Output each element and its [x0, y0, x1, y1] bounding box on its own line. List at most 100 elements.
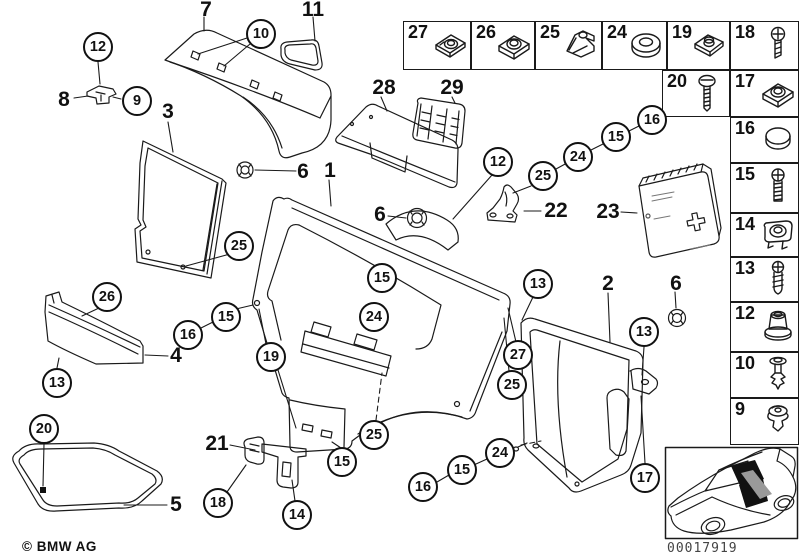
part-label-6[interactable]: 6 [297, 160, 309, 183]
callout-circle-15[interactable]: 15 [327, 447, 357, 477]
callout-circle-12[interactable]: 12 [483, 147, 513, 177]
callout-circle-25[interactable]: 25 [359, 420, 389, 450]
legend-box-13[interactable]: 13 [730, 257, 799, 302]
callout-circle-18[interactable]: 18 [203, 488, 233, 518]
legend-box-26[interactable]: 26 [471, 21, 535, 70]
tapping-screw-icon [771, 260, 785, 295]
legend-box-18[interactable]: 18 [730, 21, 799, 70]
callout-circle-20[interactable]: 20 [29, 414, 59, 444]
callout-circle-25[interactable]: 25 [224, 231, 254, 261]
part-3-left-panel-drawing [134, 140, 227, 279]
legend-number: 27 [408, 22, 429, 42]
callout-circle-25[interactable]: 25 [497, 370, 527, 400]
legend-box-15[interactable]: 15 [730, 163, 799, 213]
part-label-7[interactable]: 7 [200, 0, 212, 21]
legend-number: 10 [735, 353, 756, 373]
callout-circle-25[interactable]: 25 [528, 161, 558, 191]
part-label-6[interactable]: 6 [374, 203, 386, 226]
part-22-bracket-drawing [486, 184, 520, 223]
part-6-grommet-drawings [236, 161, 687, 328]
part-4-sill-cover-drawing [44, 291, 144, 365]
callout-circle-13[interactable]: 13 [629, 317, 659, 347]
part-label-8[interactable]: 8 [58, 88, 70, 111]
callout-circle-13[interactable]: 13 [523, 269, 553, 299]
callout-circle-27[interactable]: 27 [503, 340, 533, 370]
legend-number: 18 [735, 22, 756, 42]
part-label-4[interactable]: 4 [170, 344, 182, 367]
legend-box-9[interactable]: 9 [730, 398, 799, 445]
callout-circle-13[interactable]: 13 [42, 368, 72, 398]
part-7-shelf-trim-drawing [164, 29, 332, 159]
legend-box-16[interactable]: 16 [730, 117, 799, 163]
spring-clamp-icon [566, 29, 595, 58]
legend-box-25[interactable]: 25 [535, 21, 602, 70]
legend-box-14[interactable]: 14 [730, 213, 799, 257]
callout-circle-14[interactable]: 14 [282, 500, 312, 530]
copyright-text: © BMW AG [22, 539, 97, 554]
expansion-rivet-icon [769, 356, 787, 390]
part-label-28[interactable]: 28 [372, 76, 396, 99]
callout-circle-16[interactable]: 16 [408, 472, 438, 502]
legend-box-10[interactable]: 10 [730, 352, 799, 398]
part-label-6[interactable]: 6 [670, 272, 682, 295]
callout-circle-24[interactable]: 24 [485, 438, 515, 468]
part-label-22[interactable]: 22 [544, 199, 568, 222]
legend-number: 20 [667, 71, 688, 91]
part-29-vent-grille-drawing [412, 97, 466, 149]
part-2-right-panel-drawing [512, 317, 659, 493]
callout-circle-15[interactable]: 15 [447, 455, 477, 485]
machine-screw-icon [771, 168, 785, 202]
legend-number: 16 [735, 118, 756, 138]
part-label-23[interactable]: 23 [596, 200, 620, 223]
legend-box-12[interactable]: 12 [730, 302, 799, 352]
diagram-number-text: 00017919 [667, 541, 738, 556]
callout-circle-24[interactable]: 24 [563, 142, 593, 172]
part-5-trunk-mat-drawing [12, 442, 163, 512]
legend-number: 26 [476, 22, 497, 42]
callout-circle-16[interactable]: 16 [637, 105, 667, 135]
part-label-1[interactable]: 1 [324, 159, 336, 182]
callout-circle-10[interactable]: 10 [246, 19, 276, 49]
callout-circle-19[interactable]: 19 [256, 342, 286, 372]
callout-circle-15[interactable]: 15 [211, 302, 241, 332]
legend-box-19[interactable]: 19 [667, 21, 730, 70]
callout-circle-16[interactable]: 16 [173, 320, 203, 350]
phillips-screw-icon [770, 26, 786, 59]
part-label-5[interactable]: 5 [170, 493, 182, 516]
callout-circle-15[interactable]: 15 [601, 122, 631, 152]
callout-circle-24[interactable]: 24 [359, 302, 389, 332]
cover-cap-icon [765, 127, 791, 150]
legend-number: 14 [735, 214, 756, 234]
part-11-trim-pad-drawing [280, 39, 323, 71]
part-label-11[interactable]: 11 [301, 0, 325, 21]
part-21-bracket-drawing [243, 436, 307, 489]
legend-box-20[interactable]: 20 [662, 70, 730, 117]
cage-nut-icon [763, 220, 793, 250]
part-label-3[interactable]: 3 [162, 100, 174, 123]
callout-circle-26[interactable]: 26 [92, 282, 122, 312]
callout-circle-12[interactable]: 12 [83, 32, 113, 62]
legend-box-24[interactable]: 24 [602, 21, 667, 70]
slotted-screw-icon [698, 74, 716, 112]
trim-clip-icon [767, 404, 789, 432]
clip-nut-icon [762, 82, 794, 108]
leader-lines [42, 16, 677, 506]
part-label-29[interactable]: 29 [440, 76, 464, 99]
part-23-first-aid-kit-drawing [638, 163, 722, 258]
callout-circle-17[interactable]: 17 [630, 463, 660, 493]
legend-number: 15 [735, 164, 756, 184]
part-label-2[interactable]: 2 [602, 272, 614, 295]
legend-number: 25 [540, 22, 561, 42]
sheet-metal-nut-icon [435, 33, 466, 58]
legend-box-27[interactable]: 27 [403, 21, 471, 70]
callout-circle-9[interactable]: 9 [122, 86, 152, 116]
legend-number: 24 [607, 22, 628, 42]
legend-number: 12 [735, 303, 756, 323]
part-label-21[interactable]: 21 [205, 432, 229, 455]
part-8-bracket-drawing [86, 85, 117, 105]
callout-circle-15[interactable]: 15 [367, 263, 397, 293]
legend-box-17[interactable]: 17 [730, 70, 799, 117]
legend-number: 17 [735, 71, 756, 91]
